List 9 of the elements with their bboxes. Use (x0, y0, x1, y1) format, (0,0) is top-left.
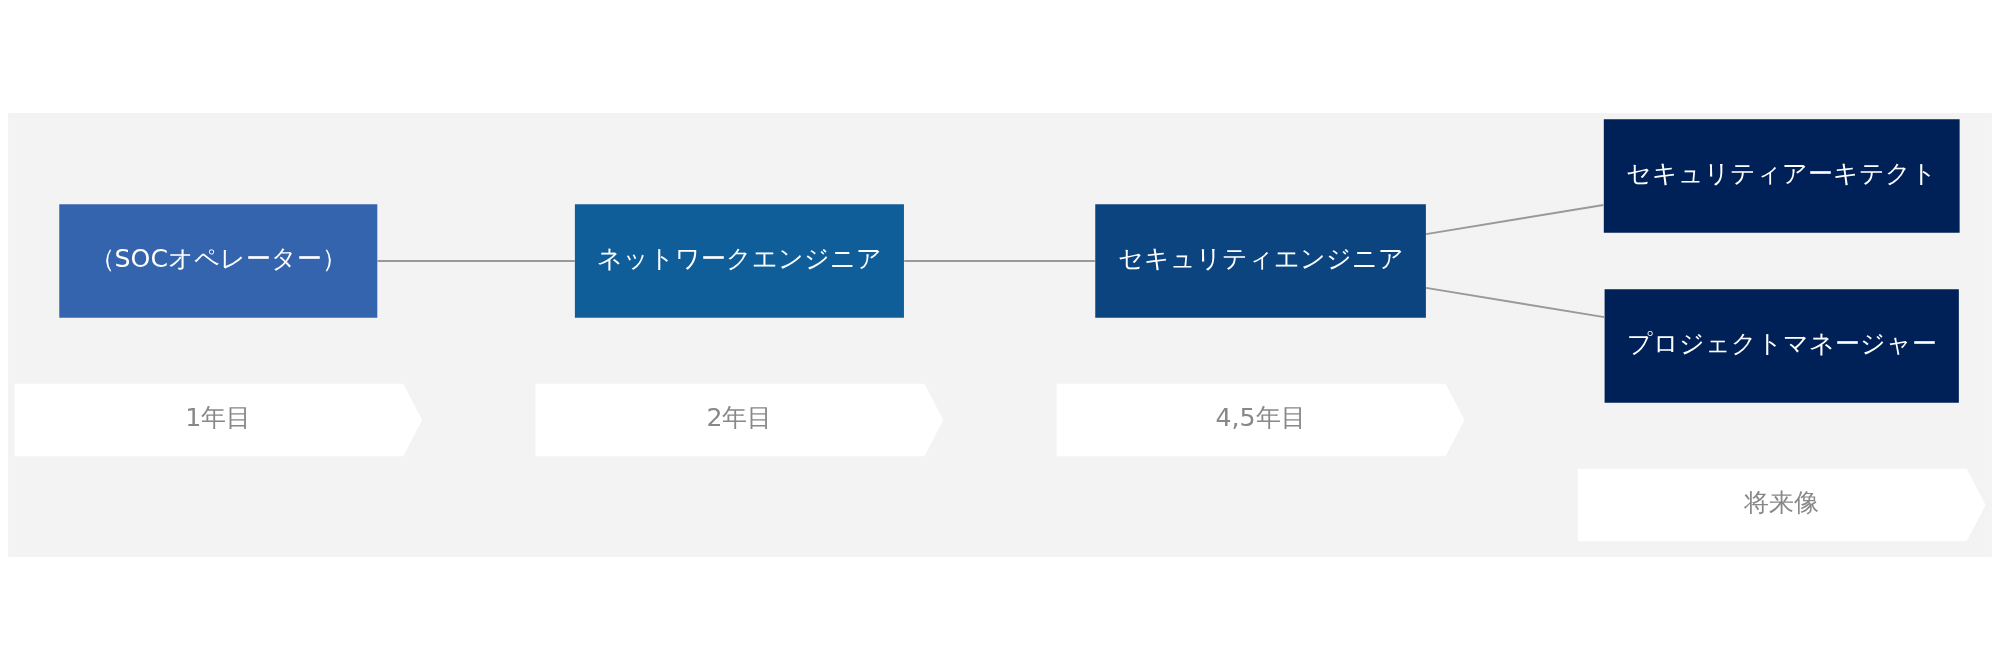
node-box: ネットワークエンジニア (574, 204, 904, 318)
connector (903, 260, 1096, 262)
connector (1425, 286, 1606, 319)
connector (376, 260, 576, 262)
node-box: プロジェクトマネージャー (1604, 289, 1959, 403)
node-box: （SOCオペレーター） (59, 204, 378, 318)
connector (1425, 204, 1605, 236)
node-box: セキュリティエンジニア (1095, 204, 1426, 318)
node-box: セキュリティアーキテクト (1603, 119, 1960, 233)
